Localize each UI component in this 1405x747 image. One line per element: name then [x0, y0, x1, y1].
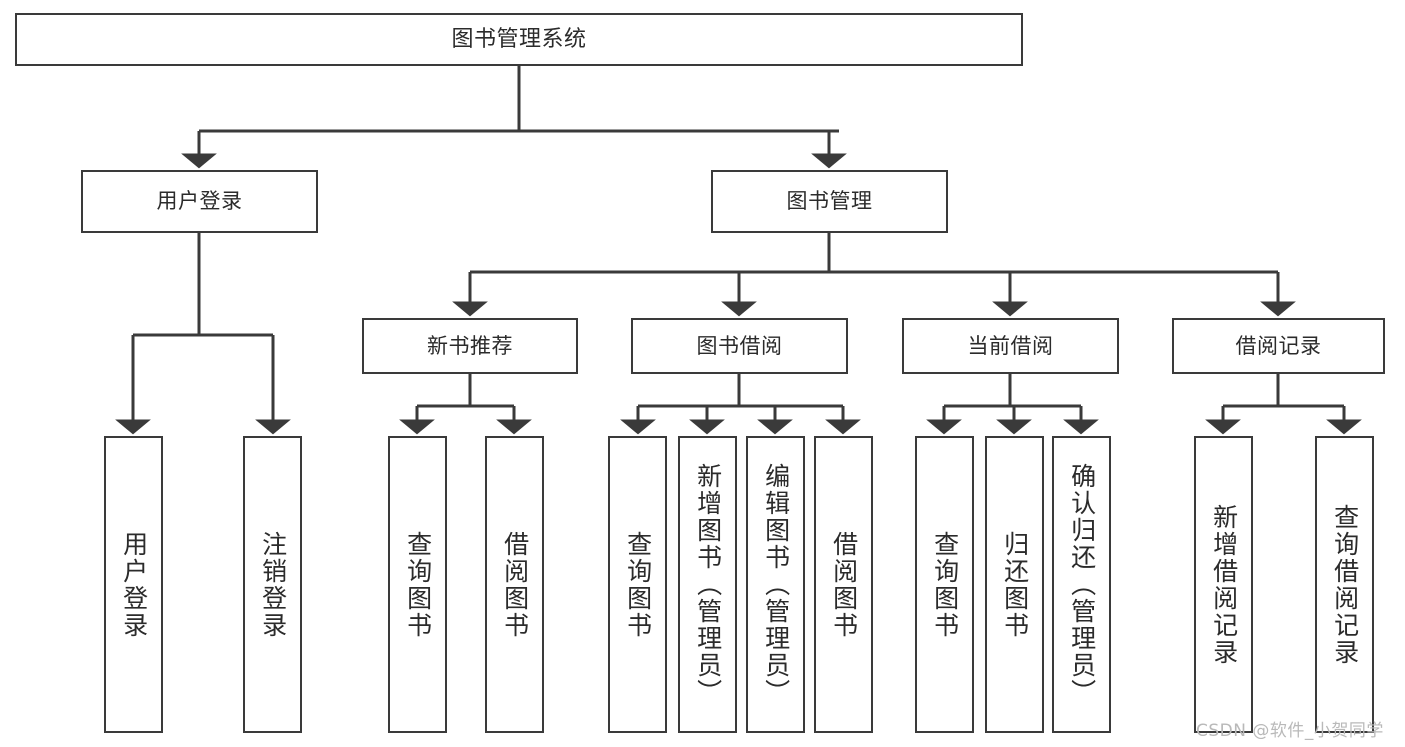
node-leaf-query-book-new-label: 查询图书: [403, 530, 433, 639]
node-leaf-user-login[interactable]: 用户登录: [104, 436, 163, 733]
node-root[interactable]: 图书管理系统: [15, 13, 1023, 66]
node-book-management-label: 图书管理: [786, 189, 873, 214]
node-borrow-records-label: 借阅记录: [1235, 333, 1322, 358]
watermark-text: CSDN @软件_小贺同学: [1196, 721, 1384, 741]
node-leaf-logout[interactable]: 注销登录: [243, 436, 302, 733]
node-leaf-return-book[interactable]: 归还图书: [985, 436, 1044, 733]
node-leaf-borrow-book-new[interactable]: 借阅图书: [485, 436, 544, 733]
node-leaf-query-book-borrow[interactable]: 查询图书: [608, 436, 667, 733]
node-leaf-query-book-current[interactable]: 查询图书: [915, 436, 974, 733]
node-leaf-query-book-current-label: 查询图书: [930, 530, 960, 639]
node-leaf-confirm-return-admin-label: 确认归还（管理员）: [1067, 463, 1097, 706]
node-leaf-query-borrow-record[interactable]: 查询借阅记录: [1315, 436, 1374, 733]
node-leaf-edit-book-admin-label: 编辑图书（管理员）: [761, 463, 791, 706]
node-user-login[interactable]: 用户登录: [81, 170, 318, 233]
node-leaf-confirm-return-admin[interactable]: 确认归还（管理员）: [1052, 436, 1111, 733]
node-current-borrow-label: 当前借阅: [967, 333, 1054, 358]
node-book-management[interactable]: 图书管理: [711, 170, 948, 233]
node-borrow-records[interactable]: 借阅记录: [1172, 318, 1385, 374]
node-leaf-edit-book-admin[interactable]: 编辑图书（管理员）: [746, 436, 805, 733]
node-leaf-borrow-book[interactable]: 借阅图书: [814, 436, 873, 733]
node-new-book-recommend-label: 新书推荐: [427, 333, 513, 358]
node-leaf-return-book-label: 归还图书: [1000, 530, 1030, 639]
node-leaf-query-borrow-record-label: 查询借阅记录: [1330, 503, 1360, 666]
node-leaf-borrow-book-new-label: 借阅图书: [500, 530, 530, 639]
node-leaf-user-login-label: 用户登录: [119, 530, 149, 639]
node-leaf-add-borrow-record[interactable]: 新增借阅记录: [1194, 436, 1253, 733]
node-leaf-add-book-admin[interactable]: 新增图书（管理员）: [678, 436, 737, 733]
node-book-borrow-label: 图书借阅: [696, 333, 783, 358]
node-current-borrow[interactable]: 当前借阅: [902, 318, 1119, 374]
node-leaf-add-book-admin-label: 新增图书（管理员）: [693, 463, 723, 706]
node-leaf-logout-label: 注销登录: [258, 530, 288, 639]
node-leaf-query-book-new[interactable]: 查询图书: [388, 436, 447, 733]
node-leaf-query-book-borrow-label: 查询图书: [623, 530, 653, 639]
node-leaf-add-borrow-record-label: 新增借阅记录: [1209, 503, 1239, 666]
node-user-login-label: 用户登录: [156, 189, 243, 214]
node-book-borrow[interactable]: 图书借阅: [631, 318, 848, 374]
node-new-book-recommend[interactable]: 新书推荐: [362, 318, 578, 374]
node-leaf-borrow-book-label: 借阅图书: [829, 530, 859, 639]
node-root-label: 图书管理系统: [451, 26, 587, 52]
